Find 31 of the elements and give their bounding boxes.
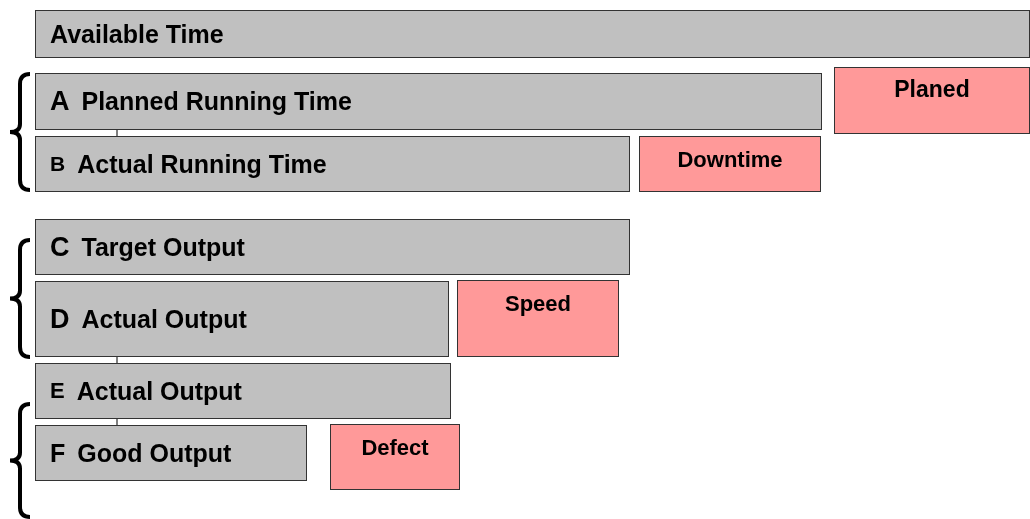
loss-box (834, 67, 1030, 134)
time-bar (35, 425, 307, 481)
bar-label: Speed (505, 291, 571, 317)
bar-label: Actual Output (76, 376, 242, 406)
bar-label: Planned Running Time (81, 87, 352, 116)
bar-label: Actual Output (81, 304, 247, 334)
connector-line (116, 356, 118, 364)
category-letter: A (50, 86, 70, 117)
bar-label: Available Time (50, 19, 224, 49)
connector-line (116, 418, 118, 426)
bar-label: Defect (361, 435, 429, 461)
bar-label: Actual Running Time (77, 149, 327, 179)
time-bar (35, 281, 449, 357)
time-bar (35, 363, 451, 419)
bar-label: Good Output (77, 438, 232, 468)
time-bar (35, 10, 1030, 58)
loss-box (639, 136, 821, 192)
category-letter: F (50, 438, 66, 468)
loss-box (457, 280, 619, 357)
time-bar (35, 219, 630, 275)
category-letter: C (50, 231, 70, 263)
bar-label: Planed (894, 76, 970, 103)
time-bar (35, 136, 630, 192)
time-bar (35, 73, 822, 130)
category-letter: E (50, 378, 65, 404)
connector-line (116, 129, 118, 137)
bar-label: Downtime (677, 147, 783, 173)
bar-label: Target Output (81, 232, 245, 262)
category-letter: B (50, 152, 66, 176)
loss-box (330, 424, 460, 490)
category-letter: D (50, 303, 70, 335)
